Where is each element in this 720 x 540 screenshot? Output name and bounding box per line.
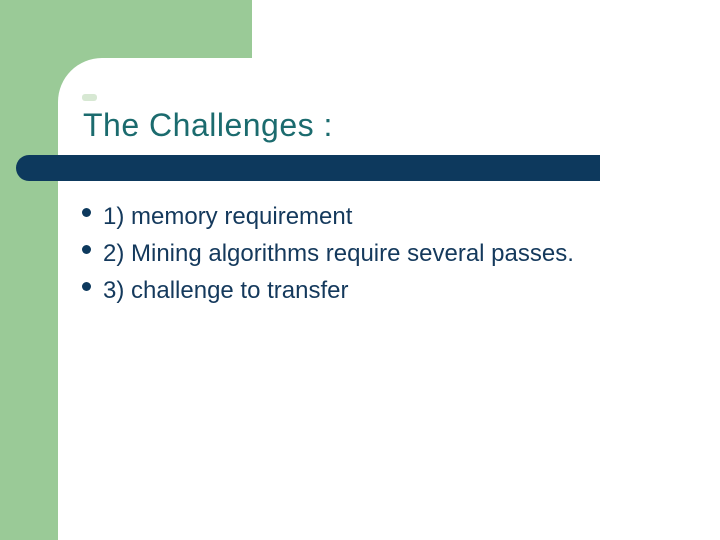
bullet-item: 2) Mining algorithms require several pas… bbox=[82, 235, 574, 272]
bullet-icon bbox=[82, 245, 91, 254]
bullet-icon bbox=[82, 282, 91, 291]
content-card bbox=[58, 58, 720, 540]
green-left-strip bbox=[0, 0, 58, 540]
bullet-item: 3) challenge to transfer bbox=[82, 272, 574, 309]
slide-title: The Challenges : bbox=[83, 107, 333, 143]
bullet-text: 2) Mining algorithms require several pas… bbox=[103, 240, 574, 267]
bullet-list: 1) memory requirement 2) Mining algorith… bbox=[82, 198, 574, 309]
bullet-text: 3) challenge to transfer bbox=[103, 277, 349, 304]
bullet-text: 1) memory requirement bbox=[103, 203, 353, 230]
bullet-item: 1) memory requirement bbox=[82, 198, 574, 235]
decorative-dash bbox=[82, 94, 97, 101]
bullet-icon bbox=[82, 208, 91, 217]
title-underline-bar bbox=[16, 155, 600, 181]
